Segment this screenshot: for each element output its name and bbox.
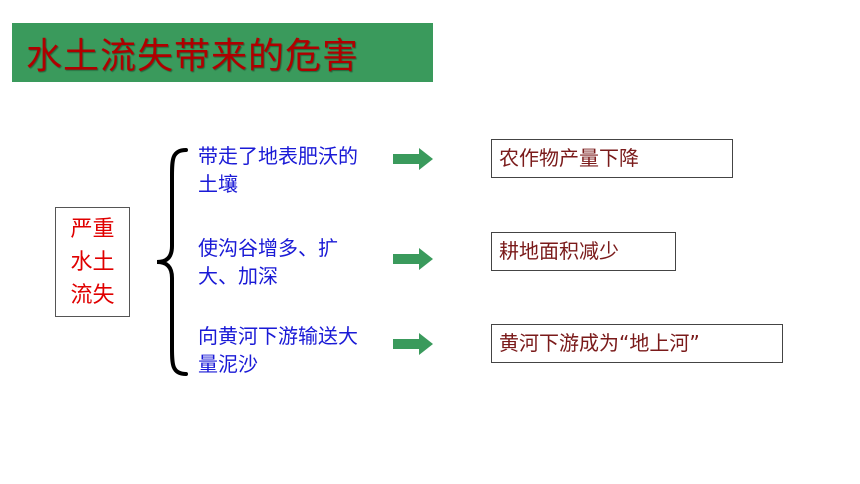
main-concept-box: 严重水土流失 (55, 207, 130, 317)
curly-brace-icon (156, 148, 188, 376)
cause-text-2: 使沟谷增多、扩大、加深 (198, 236, 338, 288)
result-box-1: 农作物产量下降 (491, 139, 733, 178)
page-title: 水土流失带来的危害 (26, 35, 360, 77)
result-box-3: 黄河下游成为“地上河” (491, 324, 783, 363)
cause-text-3: 向黄河下游输送大量泥沙 (198, 324, 358, 376)
arrow-right-icon (393, 148, 433, 170)
cause-text-1: 带走了地表肥沃的土壤 (198, 144, 358, 196)
arrow-right-icon (393, 333, 433, 355)
title-banner: 水土流失带来的危害 (12, 23, 433, 82)
main-concept-label: 严重水土流失 (70, 216, 115, 308)
result-box-2: 耕地面积减少 (491, 232, 676, 271)
arrow-right-icon (393, 248, 433, 270)
